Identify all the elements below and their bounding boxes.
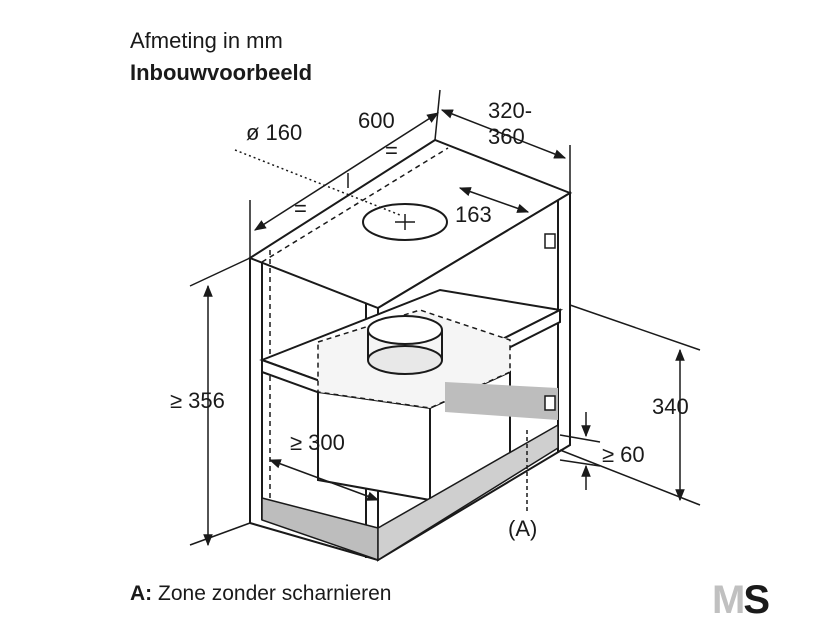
dimension-lines (189, 89, 701, 547)
diagram-subtitle: Inbouwvoorbeeld (130, 60, 313, 85)
label-depth-top: 320- (488, 98, 532, 123)
label-equal-top: = (385, 138, 398, 163)
label-hood-height: 340 (652, 394, 689, 419)
label-depth-bottom: 360 (488, 124, 525, 149)
plinth-side (377, 423, 559, 562)
label-width: 600 (358, 108, 395, 133)
label-equal-left: = (294, 196, 307, 221)
brand-logo: MS (712, 578, 770, 623)
logo-m: M (712, 578, 745, 622)
diagram-title: Afmeting in mm (130, 28, 283, 53)
legend-key: A: (130, 582, 153, 605)
legend-text: Zone zonder scharnieren (158, 582, 392, 605)
legend: A: Zone zonder scharnieren (130, 582, 392, 606)
logo-s: S (743, 578, 770, 622)
label-offset: 163 (455, 202, 492, 227)
zone-a-panel (445, 382, 558, 420)
label-inner-depth: ≥ 300 (290, 430, 345, 455)
label-plinth: ≥ 60 (602, 442, 645, 467)
hinge-icon (544, 233, 556, 411)
label-diameter: ø 160 (246, 120, 302, 145)
plinth-panel (261, 497, 379, 562)
label-height: ≥ 356 (170, 388, 225, 413)
label-zone-a: (A) (508, 516, 537, 541)
